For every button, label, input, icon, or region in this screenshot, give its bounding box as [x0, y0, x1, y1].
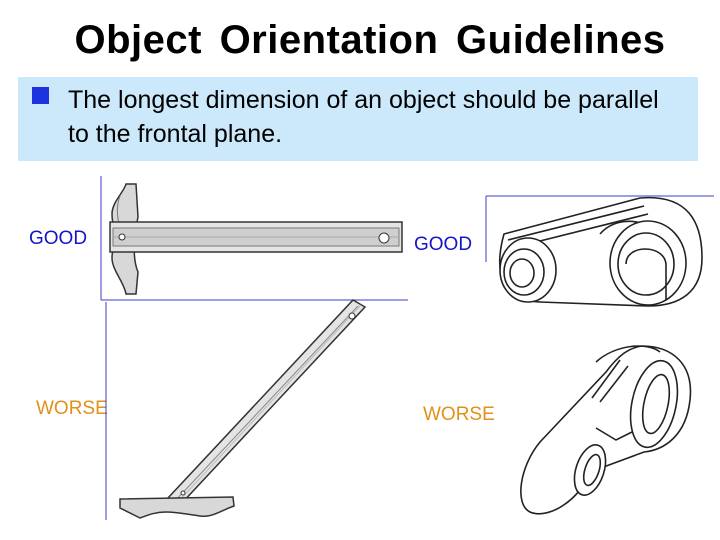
worse-label-right: WORSE [423, 404, 495, 425]
good-label-left: GOOD [29, 228, 88, 249]
belt-pulley-horizontal-icon [498, 196, 703, 307]
worse-label-left: WORSE [36, 398, 108, 419]
good-label-right: GOOD [414, 234, 473, 255]
belt-pulley-tilted-icon [520, 345, 692, 515]
t-square-horizontal-icon [109, 183, 403, 295]
bullet-text: The longest dimension of an object shoul… [68, 86, 659, 148]
bullet-panel [18, 77, 698, 161]
slide-title: Object Orientation Guidelines [74, 18, 666, 62]
t-square-diagonal-icon [119, 299, 367, 519]
bullet-square-icon [32, 87, 49, 104]
